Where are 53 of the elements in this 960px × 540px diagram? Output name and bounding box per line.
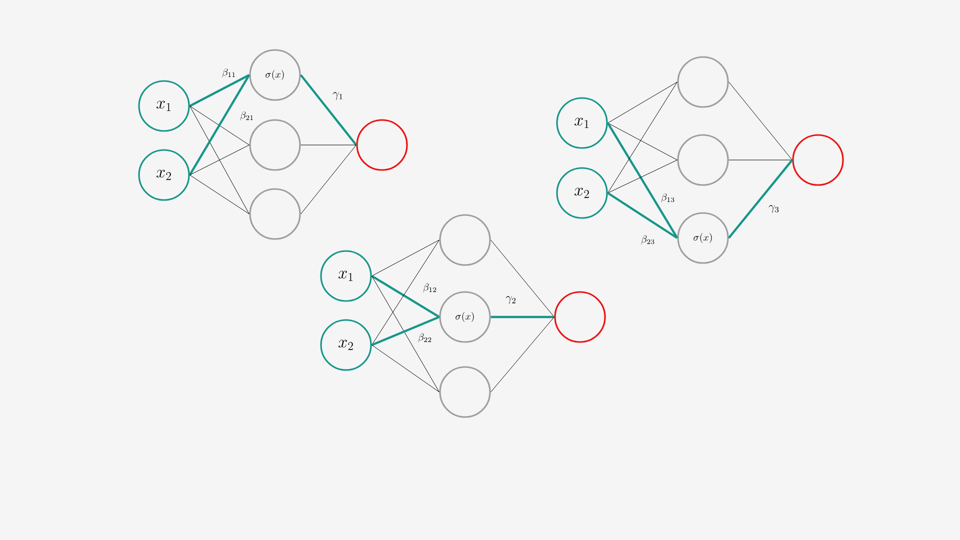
- hidden-node: [249, 119, 301, 171]
- hidden-node: $\sigma(x)$: [677, 212, 729, 264]
- connection-line: [606, 122, 678, 239]
- connection-line: [189, 74, 250, 107]
- hidden-node: [439, 366, 491, 418]
- connection-line: [300, 74, 358, 146]
- edge-label: $\gamma_3$: [768, 204, 780, 214]
- connection-line: [190, 106, 250, 146]
- edge-label: $\beta_{22}$: [416, 332, 434, 344]
- input-node: $x_2$: [556, 167, 608, 219]
- connection-line: [371, 275, 440, 318]
- connection-line: [490, 316, 554, 392]
- connection-line: [608, 122, 678, 160]
- connection-line: [372, 240, 440, 276]
- connection-line: [728, 82, 792, 160]
- connection-line: [300, 144, 356, 214]
- hidden-node: [677, 134, 729, 186]
- connection-line: [188, 74, 250, 176]
- connection-line: [372, 240, 440, 346]
- edge-label: $\gamma_1$: [332, 91, 344, 101]
- connection-line: [372, 276, 440, 392]
- connection-line: [190, 106, 250, 214]
- hidden-node: [439, 214, 491, 266]
- output-node: [792, 134, 844, 186]
- connection-line: [490, 240, 554, 318]
- edge-label: $\beta_{11}$: [220, 68, 238, 78]
- input-node: $x_2$: [138, 149, 190, 201]
- connection-line: [607, 192, 678, 239]
- connection-line: [300, 144, 356, 146]
- hidden-node: [677, 56, 729, 108]
- hidden-node: [249, 188, 301, 240]
- hidden-node: $\sigma(x)$: [439, 291, 491, 343]
- connection-line: [490, 316, 554, 318]
- edge-label: $\beta_{23}$: [640, 234, 656, 246]
- hidden-node: $\sigma(x)$: [249, 49, 301, 101]
- connection-line: [608, 82, 678, 124]
- connection-line: [608, 82, 678, 194]
- edge-label: $\beta_{13}$: [660, 192, 676, 204]
- input-node: $x_2$: [320, 319, 372, 371]
- input-node: $x_1$: [320, 250, 372, 302]
- connection-line: [372, 344, 440, 392]
- edge-label: $\beta_{12}$: [422, 282, 438, 294]
- connection-line: [371, 316, 440, 346]
- input-node: $x_1$: [556, 97, 608, 149]
- edge-label: $\beta_{21}$: [238, 110, 256, 122]
- output-node: [554, 291, 606, 343]
- output-node: [356, 119, 408, 171]
- edge-label: $\gamma_2$: [504, 295, 518, 305]
- connection-line: [608, 160, 678, 194]
- connection-line: [728, 159, 794, 239]
- connection-line: [190, 174, 250, 214]
- connection-line: [190, 144, 250, 176]
- input-node: $x_1$: [138, 80, 190, 132]
